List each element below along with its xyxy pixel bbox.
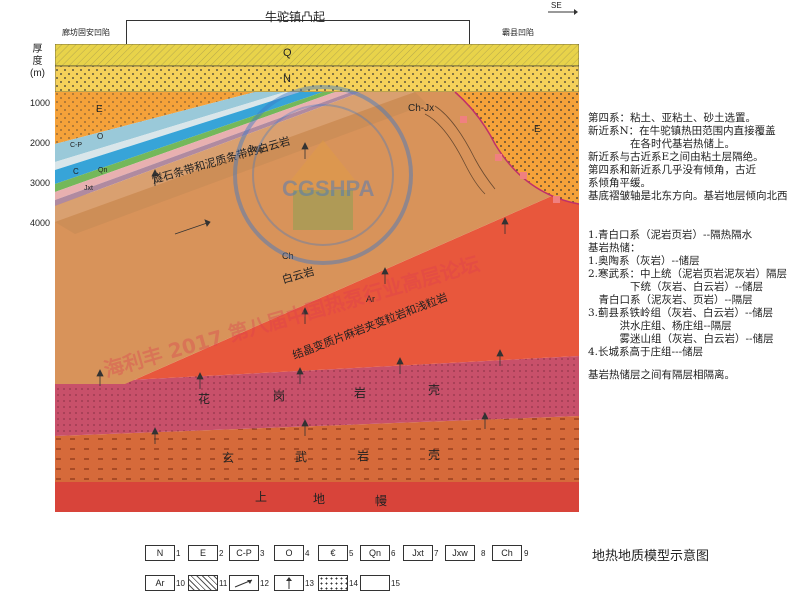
- legend-blank: [360, 575, 390, 591]
- label-jxw: Jxw: [247, 144, 265, 155]
- legend-cambrian: €: [318, 545, 348, 561]
- label-ar: Ar: [366, 294, 375, 304]
- legend-e: E: [188, 545, 218, 561]
- legend-flow-arrow-icon: [229, 575, 259, 591]
- right-basin-label: 霸县凹陷: [502, 28, 534, 37]
- label-basalt-1: 玄: [222, 451, 235, 465]
- legend-dots: [318, 575, 348, 591]
- note-line: 4.长城系高于庄组---储层: [588, 346, 704, 358]
- note-line: 第四系和新近系几乎没有倾角，古近: [588, 164, 756, 176]
- note-line: 在各时代基岩热储上。: [588, 138, 735, 150]
- note-line: 洪水庄组、杨庄组--隔层: [588, 320, 732, 332]
- note-line: [588, 203, 798, 229]
- label-qn: Qn: [98, 167, 108, 174]
- note-line: 3.蓟县系铁岭组（灰岩、白云岩）--储层: [588, 307, 774, 319]
- note-line: 第四系：粘土、亚粘土、砂土选置。: [588, 112, 756, 124]
- legend-n: N: [145, 545, 175, 561]
- note-line: 青白口系（泥灰岩、页岩）--隔层: [588, 294, 753, 306]
- legend-jxw: Jxw: [445, 545, 475, 561]
- label-granite-1: 花: [198, 392, 211, 406]
- legend-jxt: Jxt: [403, 545, 433, 561]
- label-q: Q: [283, 47, 292, 59]
- left-basin-label: 廊坊固安凹陷: [62, 28, 110, 37]
- legend-up-arrow-icon: [274, 575, 304, 591]
- cross-section: [55, 44, 579, 512]
- axis-tick: 3000: [30, 178, 51, 188]
- legend-ar: Ar: [145, 575, 175, 591]
- legend-cp: C-P: [229, 545, 259, 561]
- note-line: 雾迷山组（灰岩、白云岩）--储层: [588, 333, 774, 345]
- label-cp: C-P: [70, 142, 83, 149]
- note-line: 系倾角平缓。: [588, 177, 651, 189]
- legend-ch: Ch: [492, 545, 522, 561]
- label-c: C: [73, 167, 79, 176]
- label-mantle-1: 上: [255, 490, 268, 504]
- legend-o: O: [274, 545, 304, 561]
- note-line: 新近系N：在牛驼镇热田范围内直接覆盖: [588, 125, 776, 137]
- label-basalt-4: 壳: [428, 448, 441, 462]
- note-line: 1.奥陶系（灰岩）--储层: [588, 255, 700, 267]
- label-chjx: Ch-Jx: [408, 103, 435, 114]
- layer-metamorphic: [55, 184, 579, 384]
- note-line: 2.寒武系：中上统（泥岩页岩泥灰岩）隔层: [588, 268, 788, 280]
- label-e-right: E: [534, 124, 541, 135]
- note-line: 基岩热储层之间有隔层相隔离。: [588, 369, 735, 381]
- label-n: N: [283, 73, 291, 85]
- note-line: 新近系与古近系E之间由粘土层隔绝。: [588, 151, 764, 163]
- label-basalt-3: 岩: [357, 449, 370, 463]
- label-mantle-2: 地: [313, 492, 326, 506]
- legend-hatch: [188, 575, 218, 591]
- header-bracket: [126, 20, 470, 47]
- label-e-left: E: [96, 104, 103, 115]
- label-o: O: [97, 132, 104, 141]
- axis-label: 厚 度 (m): [30, 44, 45, 79]
- axis-tick: 1000: [30, 98, 51, 108]
- label-granite-3: 岩: [354, 386, 367, 400]
- diagram-caption: 地热地质模型示意图: [592, 549, 710, 564]
- note-line: 下统（灰岩、白云岩）--储层: [588, 281, 764, 293]
- stamp-watermark: [233, 85, 413, 265]
- header-title: 牛驼镇凸起: [265, 10, 326, 24]
- label-ch: Ch: [282, 251, 294, 261]
- notes-panel: 第四系：粘土、亚粘土、砂土选置。 新近系N：在牛驼镇热田范围内直接覆盖 在各时代…: [588, 112, 798, 382]
- note-line: 基底褶皱轴是北东方向。基岩地层倾向北西: [588, 190, 788, 202]
- label-basalt-2: 武: [295, 450, 308, 464]
- note-line: 基岩热储：: [588, 242, 641, 254]
- axis-tick: 4000: [30, 218, 51, 228]
- note-line: [588, 359, 798, 369]
- layer-mantle: [55, 482, 579, 512]
- label-granite-2: 岗: [273, 389, 286, 403]
- note-line: 1.青白口系（泥岩页岩）--隔热隔水: [588, 229, 753, 241]
- label-jxt: Jxt: [84, 185, 93, 192]
- stamp-watermark-text: CGSHPA: [282, 176, 375, 201]
- label-mantle-3: 幔: [375, 494, 388, 508]
- direction-label: SE: [551, 1, 562, 10]
- direction-arrow-icon: [548, 9, 578, 15]
- label-granite-4: 壳: [428, 383, 441, 397]
- axis-tick: 2000: [30, 138, 51, 148]
- legend-qn: Qn: [360, 545, 390, 561]
